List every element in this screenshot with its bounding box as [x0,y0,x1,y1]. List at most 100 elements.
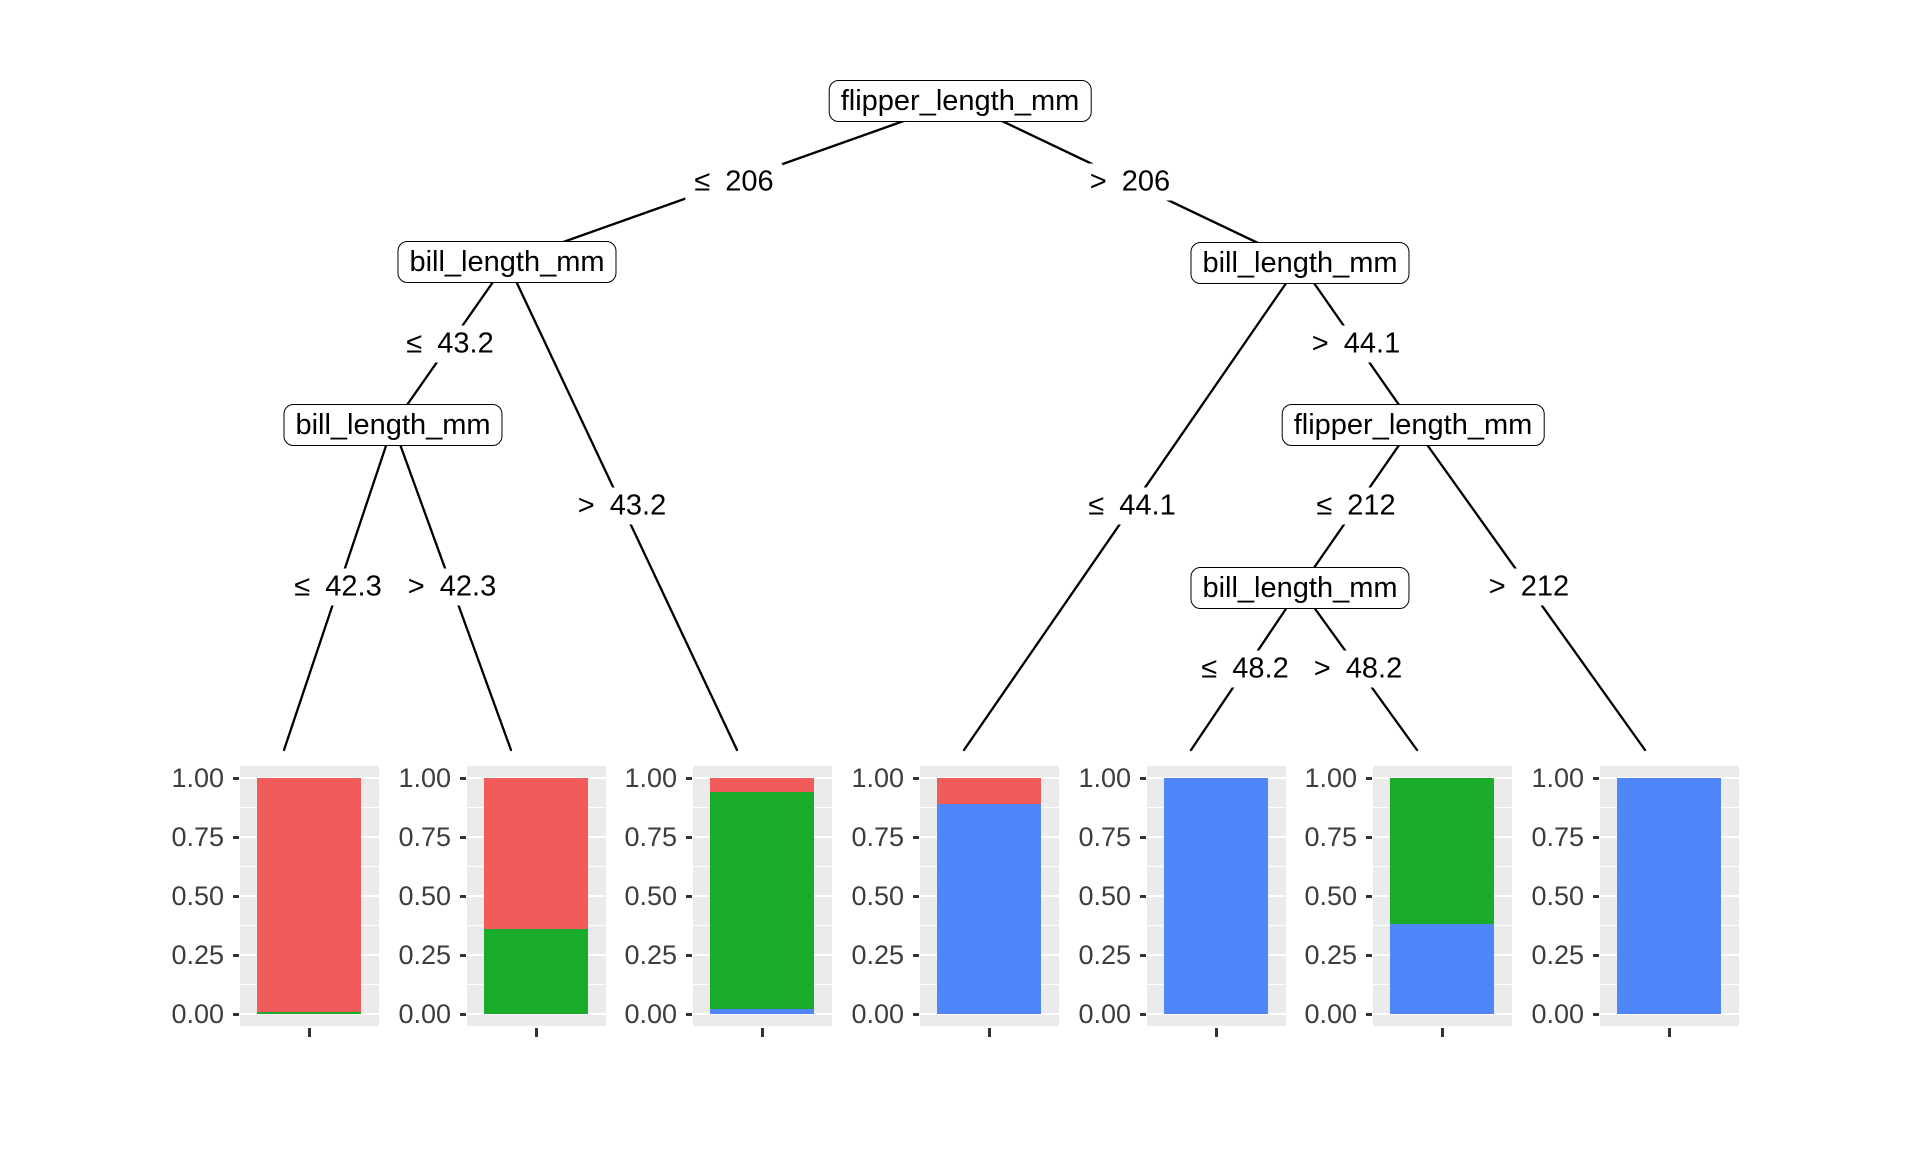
edge-label-le-43-2: ≤ 43.2 [397,325,503,363]
y-tick-mark [686,776,692,780]
leaf-chart-1: 1.00 0.75 0.50 0.25 0.00 [171,763,379,1037]
y-tick-mark [1593,776,1599,780]
edge-label-gt-43-2: > 43.2 [568,487,676,525]
y-tick-mark [233,1012,239,1016]
node-l2-left-bill-length: bill_length_mm [397,241,617,283]
edge-label-gt-212: > 212 [1479,568,1579,606]
bar-segment-red [710,778,814,793]
y-tick-mark [1140,894,1146,898]
y-tick-label: 0.75 [1531,822,1584,852]
edge-label-le-206: ≤ 206 [685,163,783,201]
y-tick-label: 0.25 [1531,940,1584,970]
major-gridline [1600,1013,1739,1015]
y-tick-label: 0.50 [398,881,451,911]
node-l3-right-flipper-length: flipper_length_mm [1281,404,1545,446]
bar-segment-green [1390,778,1494,925]
y-tick-label: 0.25 [171,940,224,970]
y-tick-mark [686,894,692,898]
x-tick-mark [1441,1028,1444,1037]
y-tick-mark [1140,953,1146,957]
y-tick-mark [460,953,466,957]
y-tick-label: 0.75 [1304,822,1357,852]
major-gridline [920,1013,1059,1015]
y-tick-label: 0.50 [1078,881,1131,911]
y-tick-mark [1593,1012,1599,1016]
leaf-chart-2: 1.00 0.75 0.50 0.25 0.00 [398,763,606,1037]
y-tick-mark [913,776,919,780]
y-tick-label: 0.00 [1304,999,1357,1029]
major-gridline [693,1013,832,1015]
edge-label-gt-206: > 206 [1080,163,1180,201]
edge-label-gt-44-1: > 44.1 [1302,325,1410,363]
y-tick-label: 0.75 [1078,822,1131,852]
x-tick-mark [988,1028,991,1037]
y-tick-label: 0.25 [1304,940,1357,970]
x-tick-mark [1215,1028,1218,1037]
edge-label-le-44-1: ≤ 44.1 [1079,487,1185,525]
y-tick-mark [1593,953,1599,957]
y-tick-mark [1593,894,1599,898]
y-tick-mark [233,776,239,780]
bar-segment-red [937,778,1041,804]
y-tick-mark [460,835,466,839]
bar-segment-blue [1617,778,1721,1014]
bar-segment-green [484,929,588,1014]
y-tick-mark [686,835,692,839]
y-tick-label: 1.00 [1304,763,1357,793]
y-tick-label: 1.00 [851,763,904,793]
edge-label-le-48-2: ≤ 48.2 [1192,650,1298,688]
y-tick-mark [1140,1012,1146,1016]
x-tick-mark [535,1028,538,1037]
y-tick-mark [233,835,239,839]
y-tick-label: 1.00 [171,763,224,793]
y-tick-label: 0.25 [1078,940,1131,970]
y-tick-label: 0.75 [398,822,451,852]
bar-segment-red [257,778,361,1012]
y-tick-label: 0.25 [398,940,451,970]
y-tick-label: 0.50 [171,881,224,911]
y-tick-label: 0.00 [171,999,224,1029]
major-gridline [467,1013,606,1015]
bar-segment-blue [710,1009,814,1014]
leaf-chart-7: 1.00 0.75 0.50 0.25 0.00 [1531,763,1739,1037]
y-tick-mark [913,1012,919,1016]
edge-label-gt-48-2: > 48.2 [1304,650,1412,688]
y-tick-mark [1140,835,1146,839]
bar-segment-blue [1390,924,1494,1014]
major-gridline [240,1013,379,1015]
leaf-chart-6: 1.00 0.75 0.50 0.25 0.00 [1304,763,1512,1037]
y-tick-label: 1.00 [1531,763,1584,793]
y-tick-label: 1.00 [398,763,451,793]
y-tick-mark [686,953,692,957]
node-root-flipper-length: flipper_length_mm [828,80,1092,122]
y-tick-label: 0.75 [171,822,224,852]
y-tick-mark [913,953,919,957]
major-gridline [1147,1013,1286,1015]
y-tick-label: 1.00 [1078,763,1131,793]
y-tick-mark [460,894,466,898]
node-l3-left-bill-length: bill_length_mm [283,404,503,446]
y-tick-label: 0.50 [1531,881,1584,911]
y-tick-label: 0.00 [624,999,677,1029]
y-tick-label: 0.00 [1531,999,1584,1029]
y-tick-mark [1366,776,1372,780]
node-l4-bill-length: bill_length_mm [1190,567,1410,609]
major-gridline [1373,1013,1512,1015]
y-tick-label: 0.00 [398,999,451,1029]
y-tick-label: 0.50 [1304,881,1357,911]
bar-segment-blue [1164,778,1268,1014]
y-tick-label: 0.00 [851,999,904,1029]
y-tick-mark [460,1012,466,1016]
edge-label-le-212: ≤ 212 [1307,487,1405,525]
x-tick-mark [761,1028,764,1037]
y-tick-label: 1.00 [624,763,677,793]
bar-segment-blue [937,803,1041,1014]
y-tick-mark [1366,835,1372,839]
y-tick-label: 0.50 [851,881,904,911]
y-tick-mark [1366,1012,1372,1016]
y-tick-mark [1366,894,1372,898]
x-tick-mark [308,1028,311,1037]
